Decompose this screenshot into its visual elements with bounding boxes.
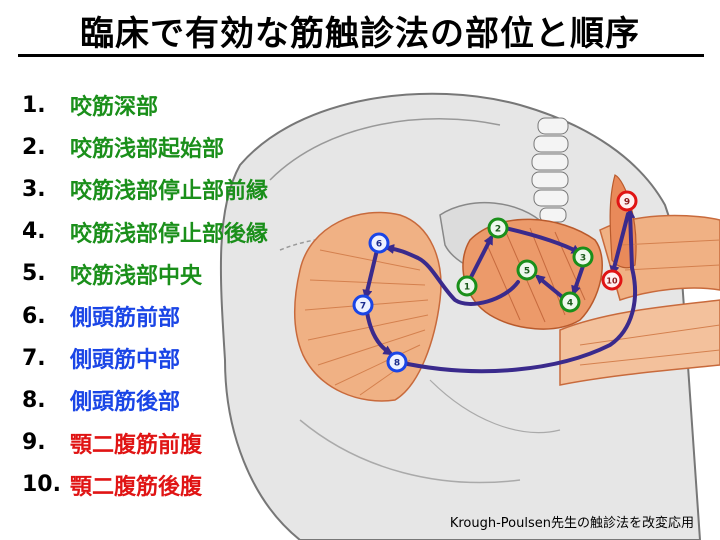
svg-text:7: 7 <box>360 302 366 312</box>
list-item-number: 1. <box>22 92 46 118</box>
list-item-label: 顎二腹筋後腹 <box>70 474 203 500</box>
marker-3: 3 <box>572 246 594 268</box>
list-item-label: 咬筋深部 <box>70 95 159 121</box>
svg-text:5: 5 <box>524 267 530 277</box>
marker-4: 4 <box>559 291 581 313</box>
list-item-label: 咬筋浅部起始部 <box>70 137 225 163</box>
svg-text:3: 3 <box>580 254 586 264</box>
list-item: 10. 顎二腹筋後腹 <box>22 464 268 506</box>
svg-text:4: 4 <box>567 299 573 309</box>
marker-5: 5 <box>516 259 538 281</box>
svg-text:9: 9 <box>624 198 630 208</box>
list-item-number: 9. <box>22 430 46 456</box>
svg-text:1: 1 <box>464 283 470 293</box>
list-item-number: 10. <box>22 472 61 498</box>
marker-8: 8 <box>386 351 408 373</box>
list-item-number: 8. <box>22 387 46 413</box>
page-title: 臨床で有効な筋触診法の部位と順序 <box>80 14 640 54</box>
list-item: 1. 咬筋深部 <box>22 84 268 126</box>
list-item: 9. 顎二腹筋前腹 <box>22 422 268 464</box>
marker-7: 7 <box>352 294 374 316</box>
marker-6: 6 <box>368 232 390 254</box>
list-item-number: 6. <box>22 303 46 329</box>
list-item-number: 3. <box>22 176 46 202</box>
list-item: 6. 側頭筋前部 <box>22 295 268 337</box>
list-item-label: 咬筋浅部中央 <box>70 263 203 289</box>
list-item-label: 側頭筋前部 <box>70 306 181 332</box>
svg-text:2: 2 <box>495 225 501 235</box>
list-item: 3. 咬筋浅部停止部前縁 <box>22 168 268 210</box>
list-item: 5. 咬筋浅部中央 <box>22 253 268 295</box>
svg-text:6: 6 <box>376 240 382 250</box>
marker-2: 2 <box>487 217 509 239</box>
list-item-label: 側頭筋中部 <box>70 348 181 374</box>
marker-10: 10 <box>601 269 623 291</box>
svg-text:8: 8 <box>394 359 400 369</box>
list-item: 2. 咬筋浅部起始部 <box>22 126 268 168</box>
list-item-label: 側頭筋後部 <box>70 390 181 416</box>
source-credit: Krough-Poulsen先生の触診法を改変応用 <box>449 516 694 531</box>
list-item-label: 咬筋浅部停止部前縁 <box>70 179 269 205</box>
list-item: 4. 咬筋浅部停止部後縁 <box>22 211 268 253</box>
list-item-label: 咬筋浅部停止部後縁 <box>70 221 269 247</box>
title-underline <box>18 54 704 57</box>
teeth-drawing <box>531 117 569 223</box>
list-item-number: 2. <box>22 134 46 160</box>
list-item: 7. 側頭筋中部 <box>22 337 268 379</box>
marker-9: 9 <box>616 190 638 212</box>
marker-1: 1 <box>456 275 478 297</box>
list-item-number: 7. <box>22 345 46 371</box>
list-item-number: 4. <box>22 219 46 245</box>
svg-text:10: 10 <box>606 277 618 286</box>
list-item-label: 顎二腹筋前腹 <box>70 432 203 458</box>
list-item: 8. 側頭筋後部 <box>22 379 268 421</box>
list-item-number: 5. <box>22 261 46 287</box>
palpation-point-list: 1. 咬筋深部 2. 咬筋浅部起始部 3. 咬筋浅部停止部前縁 4. 咬筋浅部停止部後縁… <box>22 84 268 506</box>
